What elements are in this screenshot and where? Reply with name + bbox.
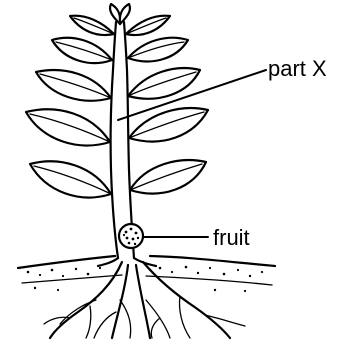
- leaves: [26, 4, 208, 197]
- top-bud: [120, 4, 130, 24]
- part-x-label: part X: [268, 58, 327, 80]
- fruit-structure: [119, 224, 143, 248]
- roots: [44, 262, 245, 338]
- soil-dots: [27, 266, 263, 292]
- top-bud: [110, 4, 120, 24]
- soil: [18, 256, 275, 292]
- fruit-label: fruit: [213, 227, 250, 249]
